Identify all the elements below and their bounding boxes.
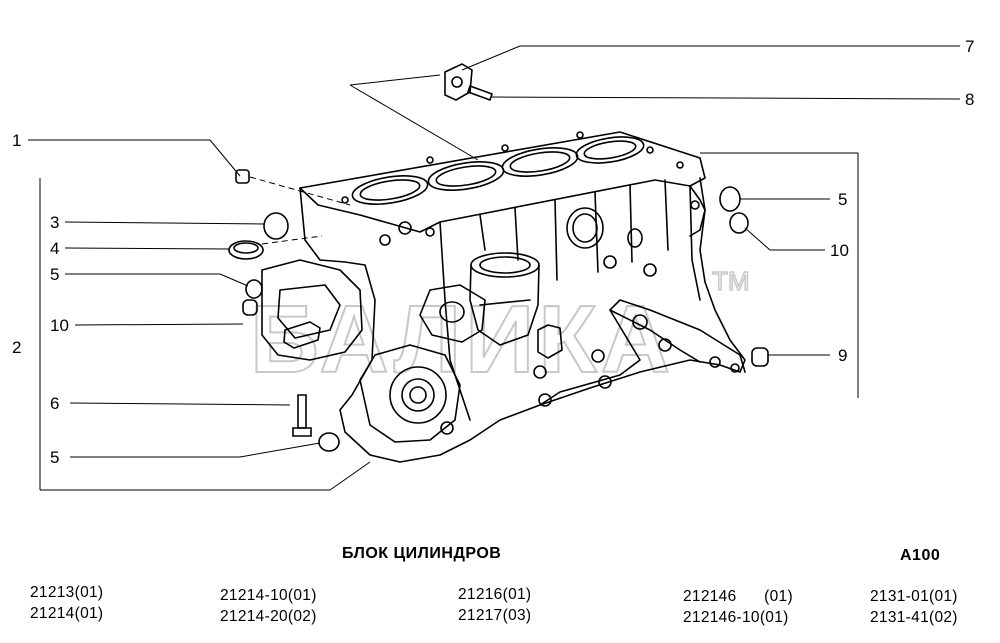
callout-10-right: 10: [830, 241, 849, 260]
screw-part: [466, 84, 494, 102]
model-codes-col-1: 21213(01) 21214(01): [30, 582, 103, 624]
model-code: 212146-10(01): [683, 609, 789, 626]
callout-5-bottom: 5: [50, 448, 59, 467]
callout-labels: 1 2 3 4 5 10 6 5 7 8 5 10 9: [12, 37, 974, 467]
callout-3: 3: [50, 213, 59, 232]
model-codes-col-3: 21216(01) 21217(03): [458, 584, 531, 626]
model-code: 21214-10(01): [220, 587, 317, 604]
core-plug-part: [245, 279, 263, 299]
bolt-part: [297, 394, 307, 429]
callout-9: 9: [838, 346, 847, 365]
model-codes-col-5: 2131-01(01) 2131-41(02): [870, 586, 958, 628]
model-codes-col-4: 212146 (01) 212146-10(01): [683, 586, 793, 628]
seal-ring-part: [228, 240, 264, 260]
watermark-text: БАЛИКА: [250, 286, 674, 393]
callout-10-left: 10: [50, 316, 69, 335]
callout-7: 7: [965, 37, 974, 56]
diagram-title: БЛОК ЦИЛИНДРОВ: [342, 545, 502, 562]
right-bushing-part: [729, 212, 749, 234]
loose-parts: [228, 63, 769, 452]
callout-1: 1: [12, 131, 21, 150]
callout-4: 4: [50, 239, 59, 258]
model-codes-col-2: 21214-10(01) 21214-20(02): [220, 585, 317, 627]
sleeve-part: [751, 347, 769, 367]
model-code: 21214-20(02): [220, 608, 317, 625]
cylinder-block-drawing: [261, 131, 746, 463]
bottom-plug-part: [318, 432, 340, 452]
right-plug-part: [719, 186, 741, 212]
bushing-part: [242, 299, 258, 316]
watermark-tm: TM: [712, 266, 750, 296]
callout-5-left: 5: [50, 265, 59, 284]
callout-8: 8: [965, 90, 974, 109]
callout-2: 2: [12, 338, 21, 357]
callout-5-right: 5: [838, 190, 847, 209]
sensor-bracket-part: [444, 63, 473, 101]
model-code: 21213(01): [30, 584, 104, 601]
model-code: 21216(01): [458, 586, 532, 603]
leader-lines: [28, 45, 961, 491]
model-code: 21214(01): [30, 605, 104, 622]
model-code: 2131-01(01): [870, 588, 958, 605]
watermark: БАЛИКА TM: [249, 265, 750, 394]
model-code: 212146 (01): [683, 588, 793, 605]
plug-part: [263, 212, 289, 240]
diagram-code: A100: [900, 547, 941, 564]
model-code: 2131-41(02): [870, 609, 958, 626]
model-code: 21217(03): [458, 607, 532, 624]
callout-6: 6: [50, 394, 59, 413]
dowel-sleeve-part: [235, 169, 250, 184]
